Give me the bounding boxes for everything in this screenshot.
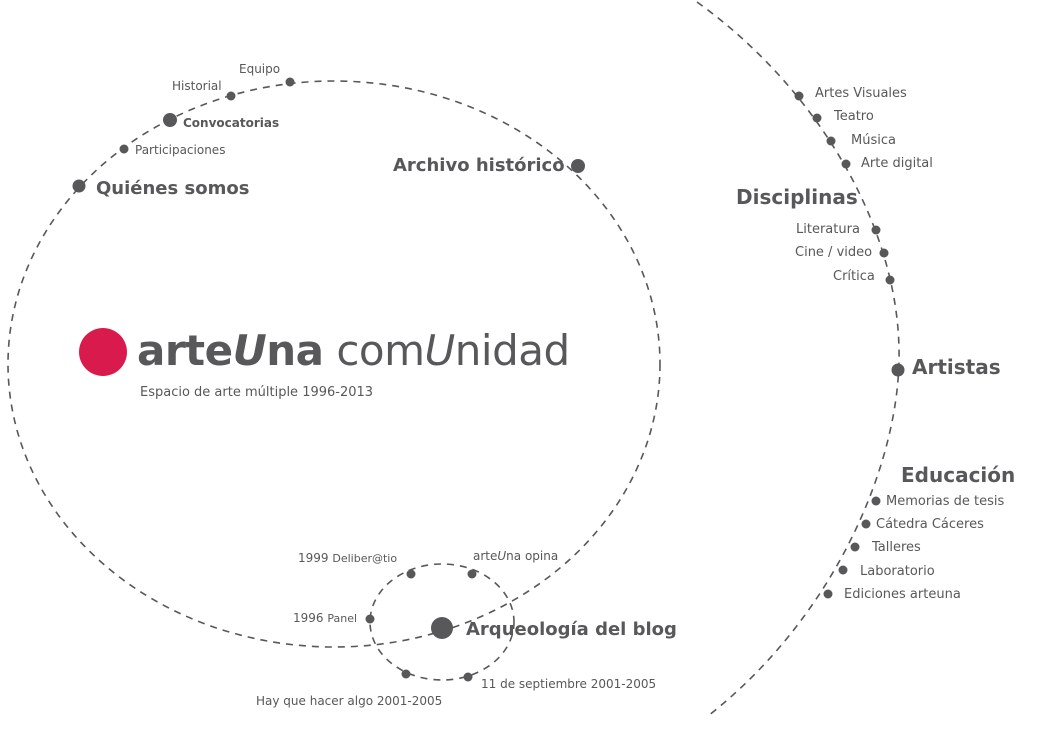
link-musica[interactable]: Música bbox=[851, 133, 896, 148]
node-ediciones[interactable] bbox=[823, 589, 833, 599]
node-critica[interactable] bbox=[885, 275, 895, 285]
link-talleres[interactable]: Talleres bbox=[872, 540, 921, 555]
blog-orbit bbox=[369, 563, 515, 681]
brand-u1: U bbox=[232, 326, 267, 375]
node-convocatorias[interactable] bbox=[163, 113, 177, 127]
node-septiembre[interactable] bbox=[463, 672, 473, 682]
link-quienes-somos[interactable]: Quiénes somos bbox=[96, 178, 250, 199]
link-arqueologia-blog[interactable]: Arqueología del blog bbox=[466, 619, 677, 640]
brand-na: na bbox=[266, 326, 324, 375]
link-historial[interactable]: Historial bbox=[172, 79, 222, 93]
link-archivo-historico[interactable]: Archivo histórico bbox=[393, 155, 565, 176]
brand-com: com bbox=[323, 326, 425, 375]
link-11-septiembre[interactable]: 11 de septiembre 2001-2005 bbox=[481, 677, 657, 691]
node-musica[interactable] bbox=[826, 136, 836, 146]
link-literatura[interactable]: Literatura bbox=[796, 222, 860, 237]
node-deliberatio[interactable] bbox=[406, 569, 416, 579]
brand-arte: arte bbox=[137, 326, 233, 375]
link-critica[interactable]: Crítica bbox=[833, 269, 875, 284]
brand-nidad: nidad bbox=[454, 326, 570, 375]
node-memorias[interactable] bbox=[871, 496, 881, 506]
node-participaciones[interactable] bbox=[119, 144, 129, 154]
link-panel[interactable]: 1996 Panel bbox=[293, 612, 357, 624]
node-artistas[interactable] bbox=[891, 363, 905, 377]
node-cine-video[interactable] bbox=[879, 248, 889, 258]
node-catedra[interactable] bbox=[861, 519, 871, 529]
link-deliberatio[interactable]: 1999 Deliber@tio bbox=[298, 552, 397, 564]
node-equipo[interactable] bbox=[285, 77, 295, 87]
node-talleres[interactable] bbox=[850, 542, 860, 552]
node-arte-digital[interactable] bbox=[841, 159, 851, 169]
opina-arte: arte bbox=[473, 549, 498, 563]
node-arqueologia[interactable] bbox=[431, 617, 453, 639]
link-memorias-tesis[interactable]: Memorias de tesis bbox=[886, 494, 1005, 509]
link-convocatorias[interactable]: Convocatorias bbox=[183, 116, 280, 130]
node-hay-que[interactable] bbox=[401, 669, 411, 679]
link-cine-video[interactable]: Cine / video bbox=[795, 245, 873, 260]
panel-year: 1996 bbox=[293, 611, 324, 625]
heading-disciplinas[interactable]: Disciplinas bbox=[736, 185, 858, 209]
node-panel[interactable] bbox=[365, 614, 375, 624]
link-artistas[interactable]: Artistas bbox=[912, 355, 1001, 379]
link-ediciones-arteuna[interactable]: Ediciones arteuna bbox=[844, 587, 961, 602]
opina-u: U bbox=[497, 549, 507, 563]
panel-name: Panel bbox=[327, 612, 358, 625]
brand-u2: U bbox=[424, 326, 456, 375]
site-tagline: Espacio de arte múltiple 1996-2013 bbox=[140, 385, 374, 400]
node-historial[interactable] bbox=[226, 91, 236, 101]
node-archivo-historico[interactable] bbox=[571, 159, 585, 173]
link-arteuna-opina[interactable]: arteUna opina bbox=[473, 550, 558, 562]
link-participaciones[interactable]: Participaciones bbox=[135, 143, 226, 157]
node-quienes-somos[interactable] bbox=[72, 179, 86, 193]
node-laboratorio[interactable] bbox=[838, 565, 848, 575]
deliberatio-year: 1999 bbox=[298, 551, 329, 565]
node-literatura[interactable] bbox=[871, 225, 881, 235]
link-equipo[interactable]: Equipo bbox=[239, 62, 281, 76]
node-opina[interactable] bbox=[467, 569, 477, 579]
link-catedra-caceres[interactable]: Cátedra Cáceres bbox=[876, 517, 984, 532]
node-artes-visuales[interactable] bbox=[794, 91, 804, 101]
node-teatro[interactable] bbox=[812, 113, 822, 123]
link-hay-que-hacer-algo[interactable]: Hay que hacer algo 2001-2005 bbox=[256, 694, 443, 708]
site-logo-text[interactable]: arteUna comUnidad bbox=[137, 330, 570, 372]
outer-orbit-arc bbox=[696, 1, 900, 717]
heading-educacion[interactable]: Educación bbox=[901, 463, 1016, 487]
opina-na: na opina bbox=[506, 549, 559, 563]
main-orbit bbox=[7, 80, 661, 648]
deliberatio-name: Deliber@tio bbox=[332, 552, 398, 565]
link-arte-digital[interactable]: Arte digital bbox=[861, 156, 933, 171]
link-artes-visuales[interactable]: Artes Visuales bbox=[815, 86, 907, 101]
link-laboratorio[interactable]: Laboratorio bbox=[860, 564, 935, 579]
link-teatro[interactable]: Teatro bbox=[834, 109, 874, 124]
logo-dot bbox=[79, 328, 127, 376]
